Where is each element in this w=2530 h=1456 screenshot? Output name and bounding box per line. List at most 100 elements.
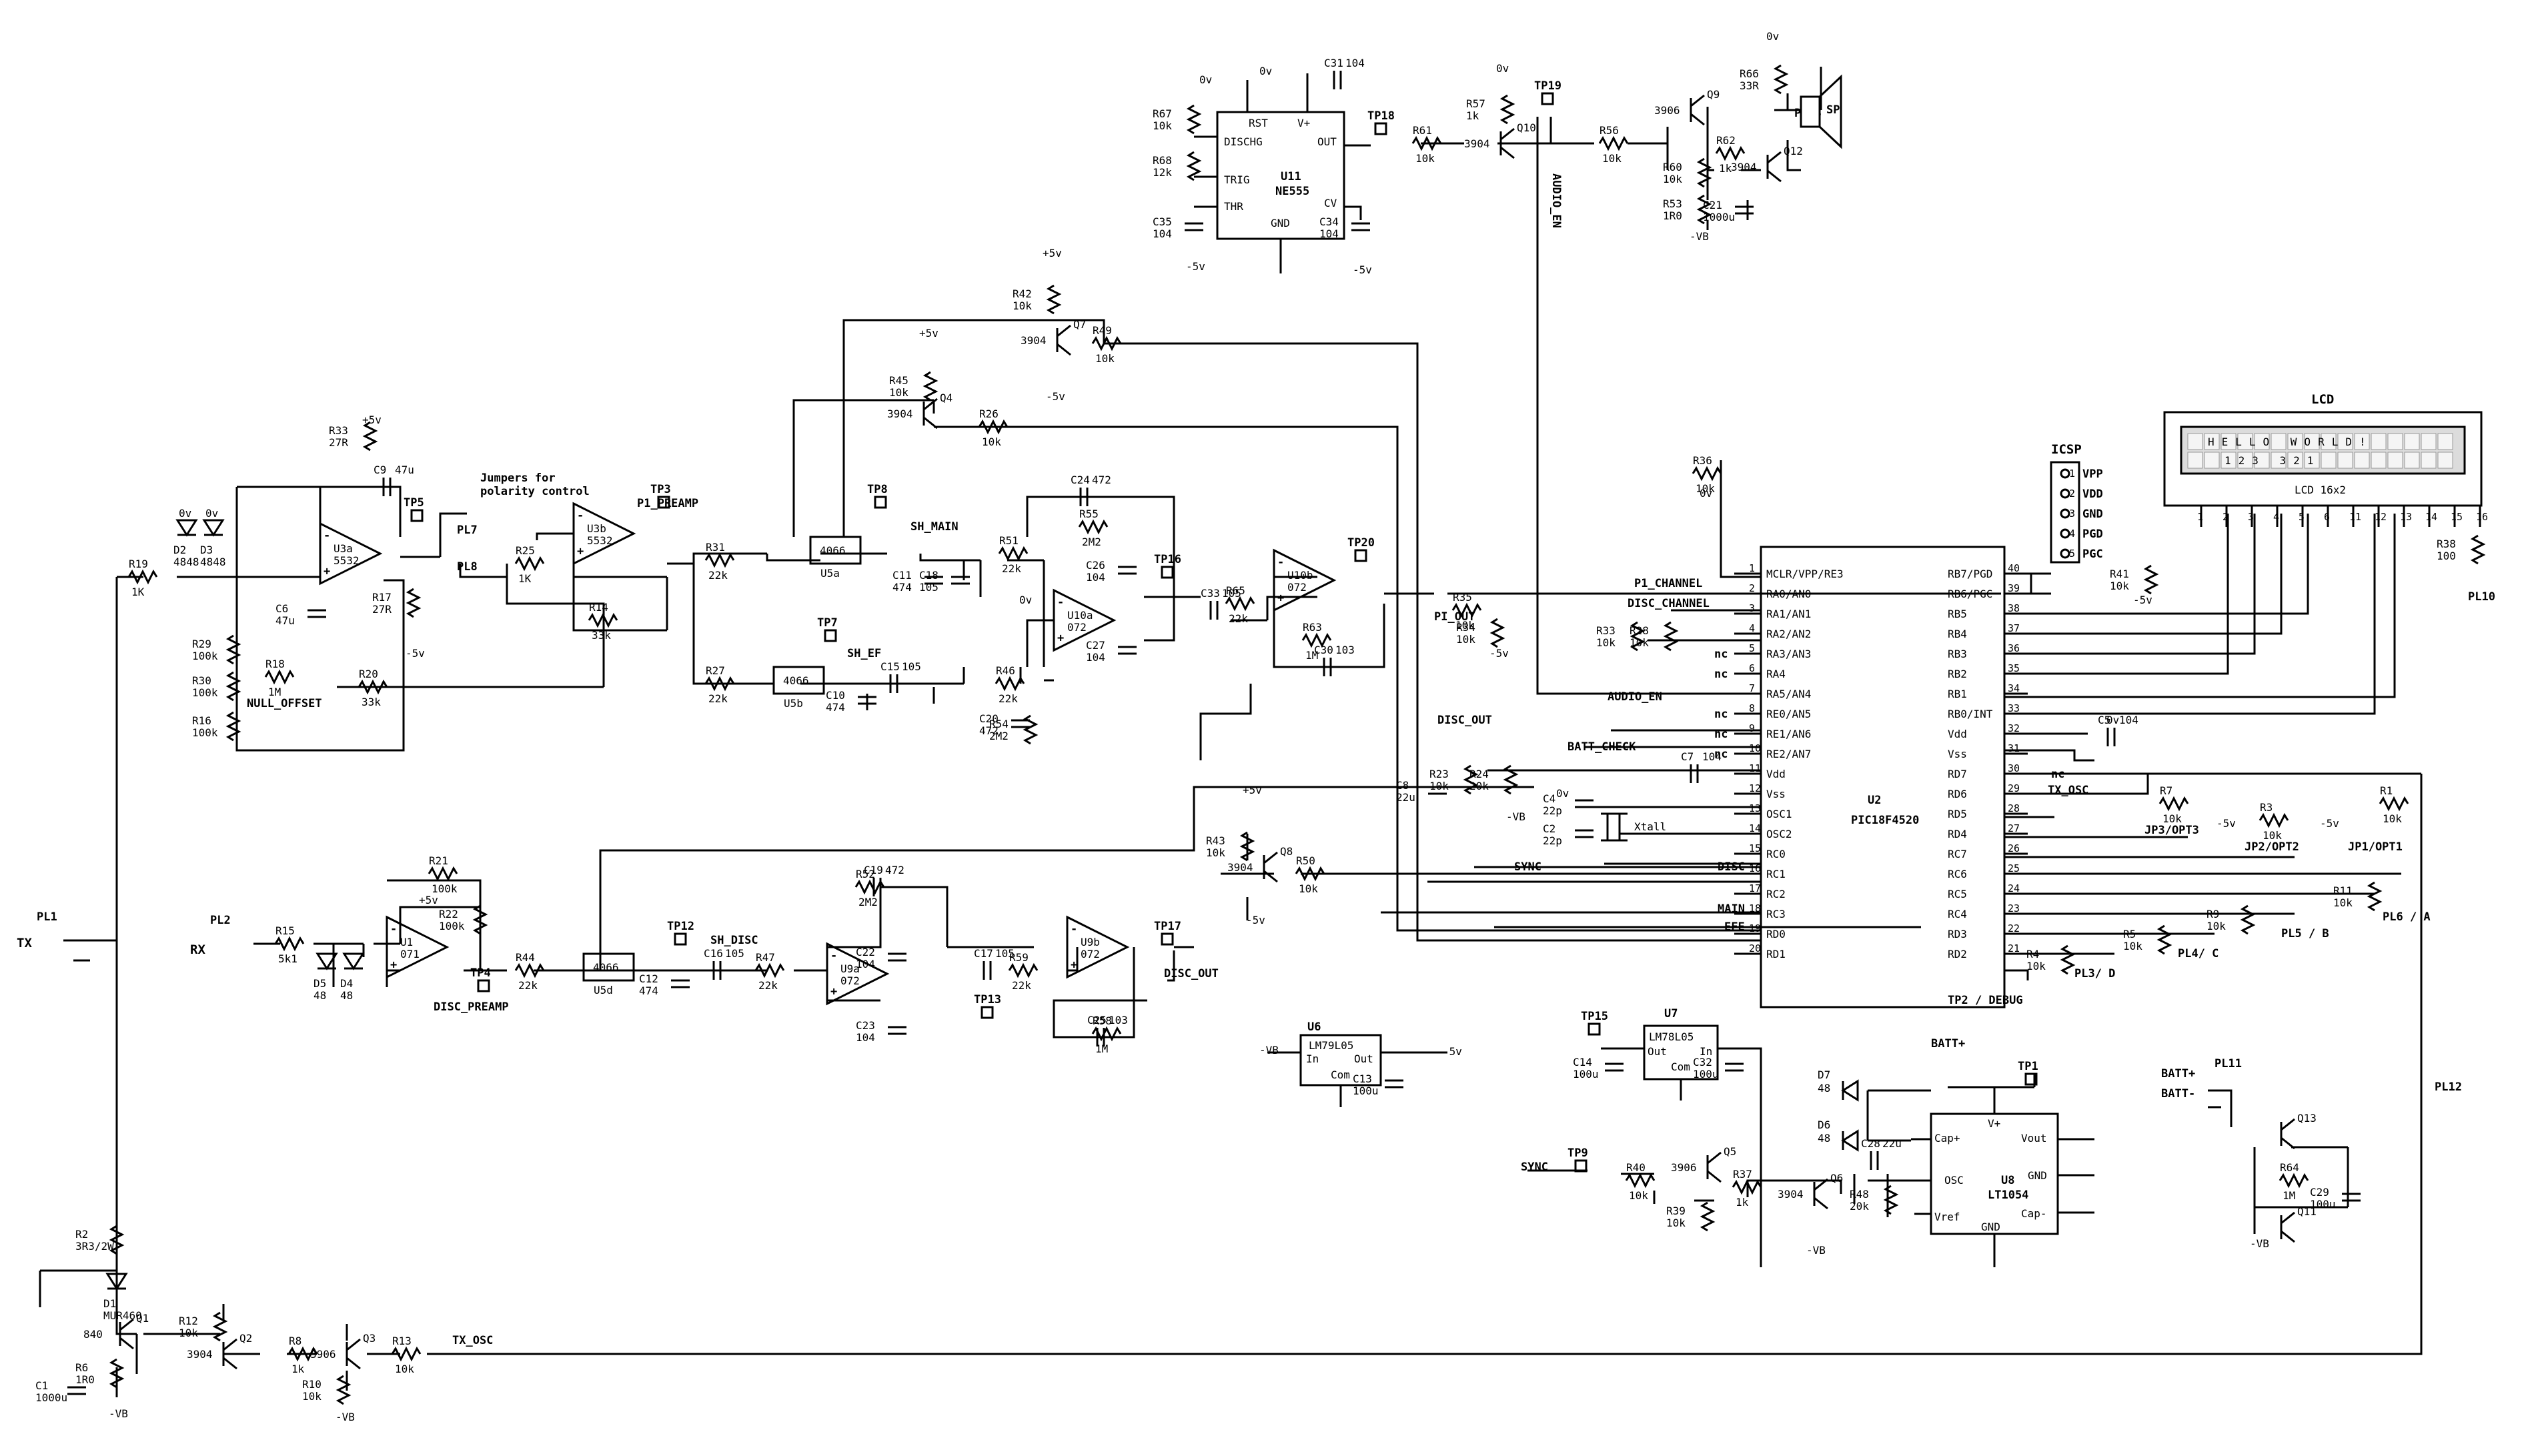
lcd-cell [2404, 452, 2420, 469]
lcd-cell [2354, 433, 2370, 450]
lcd-cell [2187, 452, 2203, 469]
resistor-ref: R46 [996, 664, 1015, 677]
ne555-pin-thr: THR [1224, 200, 1243, 213]
label-pl8: PL8 [457, 560, 478, 574]
capacitor-ref: C9 [374, 464, 386, 476]
resistor-value: 10k [1013, 299, 1032, 312]
switch-ref: U5d [594, 984, 613, 996]
label-disc: DISC [1718, 860, 1745, 874]
resistor-symbol [1225, 596, 1255, 612]
lcd-cell [2321, 433, 2337, 450]
opamp-part: 071 [400, 948, 420, 960]
label-audio-en-vertical: AUDIO_EN [1549, 173, 1563, 228]
ne555-part: NE555 [1275, 185, 1309, 198]
resistor-ref: R24 [1469, 768, 1489, 780]
regulator-u7: U7 LM78L05 Out In Com [1601, 1007, 1762, 1267]
supply-minus_vb: -VB [2250, 1237, 2269, 1250]
resistor-value: 1R0 [75, 1373, 95, 1386]
testpoint-label: TP12 [667, 920, 694, 933]
pic-pin-name: RC1 [1766, 868, 1786, 880]
resistor-symbol [1883, 1185, 1899, 1215]
resistor-ref: R58 [1093, 1014, 1112, 1027]
resistor-ref: R38 [2437, 538, 2456, 550]
lt1054: Cap+ V+ OSC Vref Vout GND Cap- GND U8 LT… [1868, 1087, 2094, 1267]
pic-pin-name: RB0/INT [1948, 708, 1993, 720]
resistor-symbol [1715, 145, 1746, 161]
resistor-ref: R16 [192, 714, 211, 727]
transistor-symbol [1706, 1151, 1722, 1183]
label-sync-2: SYNC [1521, 1161, 1548, 1174]
ne555-pin-dischg: DISCHG [1224, 135, 1263, 148]
resistor-symbol [998, 546, 1029, 562]
label-pl1: PL1 [37, 910, 57, 924]
resistor-value: 27R [372, 603, 392, 616]
resistor-symbol [1451, 602, 1482, 618]
resistor-value: 10k [2162, 812, 2182, 825]
transistor-part: 3904 [1227, 861, 1253, 874]
capacitor-symbol [1690, 764, 1699, 783]
resistor-ref: R50 [1296, 854, 1315, 867]
ne555-ref: U11 [1281, 170, 1301, 183]
pic-pin-number: 32 [2008, 722, 2020, 734]
resistor-ref: R33 [1596, 624, 1616, 637]
label-pi-out: PI_OUT [1434, 610, 1475, 624]
resistor-symbol [1663, 621, 1679, 652]
resistor-value: 10k [1299, 882, 1318, 895]
supply-minus5: -5v [406, 647, 425, 660]
diode-symbol [202, 519, 225, 537]
pic-pin-number: 7 [1749, 682, 1755, 694]
resistor-symbol [2379, 796, 2409, 812]
testpoint-label: TP20 [1347, 536, 1375, 550]
resistor-ref: R1 [2380, 784, 2393, 797]
transistor-symbol [922, 398, 938, 430]
lt1054-pin-vplus: V+ [1988, 1117, 2000, 1130]
resistor-symbol [1186, 151, 1202, 181]
lcd-title: LCD [2311, 392, 2334, 407]
resistor-ref: R7 [2160, 784, 2172, 797]
opamp-plus: + [1071, 958, 1077, 972]
pic-right-pins: 40RB7/PGD39RB6/PGC38RB537RB436RB335RB234… [1948, 562, 2064, 960]
ne555-pin-out: OUT [1317, 135, 1337, 148]
capacitor-symbol [1118, 646, 1137, 655]
diode-symbol [175, 519, 198, 537]
opamp-part: 072 [840, 974, 860, 987]
resistor-symbol [1295, 866, 1325, 882]
pic-pin-number: 6 [1749, 662, 1755, 674]
resistor-ref: R30 [192, 674, 211, 687]
opamp-ref: U3b [587, 522, 606, 535]
label-pl3: PL3/ D [2074, 967, 2115, 980]
resistor-ref: R15 [275, 924, 295, 937]
pic-pin-number: 8 [1749, 702, 1755, 714]
resistor-ref: R48 [1850, 1188, 1869, 1201]
label-disc-channel: DISC_CHANNEL [1628, 597, 1710, 610]
icsp-pin-name: VPP [2082, 468, 2103, 481]
pic-pin-number: 23 [2008, 902, 2020, 914]
resistor-symbol [287, 1346, 318, 1362]
lcd-pin-number: 3 [2248, 511, 2254, 523]
resistor-symbol [1625, 1173, 1656, 1189]
resistor-symbol [2279, 1173, 2309, 1189]
label-xtall: Xtall [1634, 820, 1666, 833]
resistor-symbol [1301, 632, 1332, 648]
icsp-pin-number: 3 [2069, 508, 2075, 520]
opamp-minus: - [324, 529, 330, 542]
resistor-value: 10k [2383, 812, 2402, 825]
label-tx: TX [17, 936, 32, 950]
transistor-symbol [346, 1338, 361, 1370]
icsp-pin-number: 2 [2069, 488, 2075, 500]
label-efe: EFE [1724, 920, 1745, 934]
resistor-symbol [1489, 618, 1505, 648]
diode-ref: D3 [200, 544, 213, 556]
capacitor-ref: C25 [1087, 1014, 1107, 1026]
diode-value: 48 [313, 989, 326, 1002]
speaker-label: SP [1826, 103, 1840, 117]
lcd-cell [2287, 433, 2303, 450]
resistor-ref: R37 [1733, 1168, 1752, 1181]
resistor-symbol [1091, 1026, 1122, 1042]
transistor-symbol [1263, 851, 1278, 883]
pic-pin-name: RA4 [1766, 668, 1786, 680]
capacitor-ref: C20 [979, 712, 999, 725]
pic-pin-number: 21 [2008, 942, 2020, 954]
u7-ref: U7 [1664, 1007, 1678, 1020]
diode-value: 48 [340, 989, 353, 1002]
